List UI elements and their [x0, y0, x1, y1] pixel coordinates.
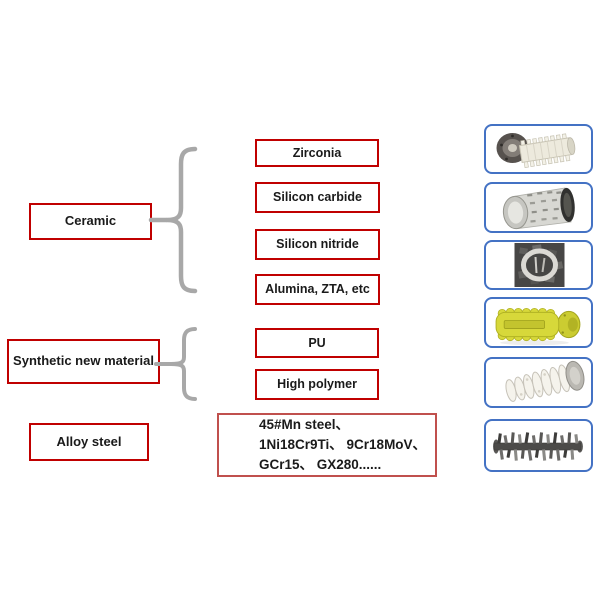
category-box-synthetic-new-material: Synthetic new material	[7, 339, 160, 384]
white-polymer-spiral-rotor-photo	[505, 360, 585, 402]
product-photo-box-4	[484, 297, 593, 348]
material-label-alumina: Alumina, ZTA, etc	[265, 282, 370, 297]
category-label-synthetic-new-material: Synthetic new material	[13, 353, 154, 369]
product-photo-box-3	[484, 240, 593, 290]
yellow-pu-studded-rotor-photo	[495, 307, 581, 346]
product-photo-box-1	[484, 124, 593, 174]
ceramic-ring-rotor-closeup-photo	[514, 243, 565, 287]
product-photo-box-5	[484, 357, 593, 408]
category-box-alloy-steel: Alloy steel	[29, 423, 149, 461]
product-photo-box-6	[484, 419, 593, 472]
material-label-high-polymer: High polymer	[277, 377, 357, 392]
material-box-silicon-nitride: Silicon nitride	[255, 229, 380, 260]
product-photo-box-2	[484, 182, 593, 233]
curly-brace-ceramic	[148, 146, 198, 294]
white-ceramic-studded-rotor-photo	[496, 133, 576, 168]
material-label-silicon-carbide: Silicon carbide	[273, 190, 362, 205]
alloy-steel-grades-box: 45#Mn steel、 1Ni18Cr9Ti、 9Cr18MoV、 GCr15…	[217, 413, 437, 477]
material-box-high-polymer: High polymer	[255, 369, 379, 400]
alloy-steel-grades-line1: 45#Mn steel、	[259, 417, 350, 432]
material-box-pu: PU	[255, 328, 379, 358]
material-label-zirconia: Zirconia	[292, 145, 342, 160]
category-label-alloy-steel: Alloy steel	[56, 433, 122, 449]
ceramic-drum-rotor-photo	[502, 187, 575, 230]
material-box-zirconia: Zirconia	[255, 139, 379, 167]
material-box-silicon-carbide: Silicon carbide	[255, 182, 380, 213]
material-label-pu: PU	[308, 335, 326, 350]
category-label-ceramic: Ceramic	[64, 213, 117, 229]
curly-brace-synthetic	[154, 327, 197, 401]
alloy-steel-grades-line3: GCr15、 GX280......	[259, 457, 382, 472]
alloy-steel-grades-line2: 1Ni18Cr9Ti、 9Cr18MoV、	[259, 437, 427, 452]
category-box-ceramic: Ceramic	[29, 203, 152, 240]
material-label-silicon-nitride: Silicon nitride	[276, 237, 359, 252]
alloy-steel-blade-rotor-photo	[493, 432, 583, 461]
material-box-alumina: Alumina, ZTA, etc	[255, 274, 380, 305]
